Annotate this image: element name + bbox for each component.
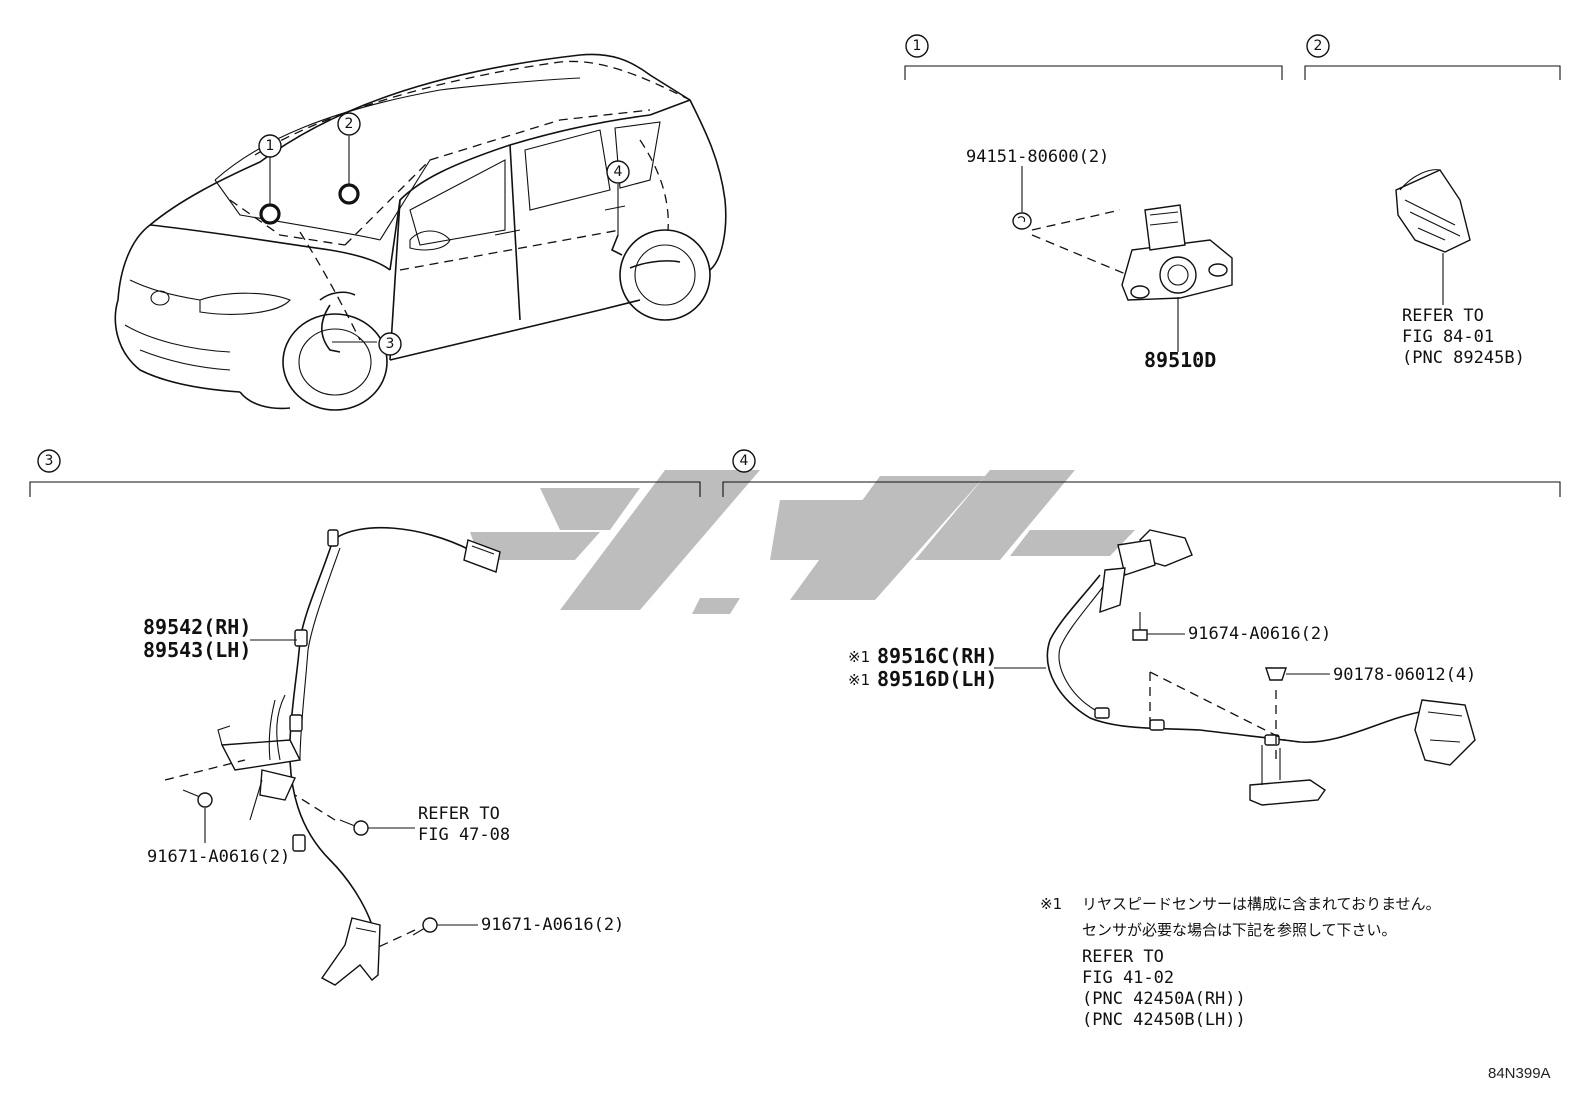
section-1-header: 1	[904, 34, 1283, 80]
part-label-89510D: 89510D	[1144, 348, 1216, 372]
svg-text:1: 1	[266, 138, 275, 154]
svg-text:1: 1	[913, 38, 922, 54]
front-sensor-connector-icon	[463, 539, 501, 573]
footnote-line-1: リヤスピードセンサーは構成に含まれておりません。	[1082, 895, 1441, 913]
refer-to-label-front: REFER TO	[418, 804, 500, 824]
section-2-sensor: REFER TO FIG 84-01 (PNC 89245B)	[1395, 169, 1525, 368]
bolt-91671-left-icon	[182, 789, 213, 843]
footnote-line-6: (PNC 42450B(LH))	[1082, 1010, 1246, 1030]
car-illustration: 1 2 3 4	[114, 53, 727, 411]
acceleration-sensor-icon	[1395, 169, 1471, 253]
footnote-line-3: REFER TO	[1082, 947, 1164, 967]
part-label-91671-right: 91671-A0616(2)	[481, 915, 624, 935]
section-3-front-sensor: 91671-A0616(2) REFER TO FIG 47-08 91671-…	[143, 526, 624, 986]
section-4-rear-wire: 91674-A0616(2) 90178-06012(4) ※1 89516C(…	[848, 529, 1476, 806]
footnote: ※1 リヤスピードセンサーは構成に含まれておりません。 センサが必要な場合は下記…	[1040, 895, 1441, 1030]
bolt-91671-right-icon	[412, 917, 478, 936]
bolt-91674-icon	[1132, 612, 1185, 641]
yaw-rate-sensor-icon	[1121, 204, 1233, 301]
car-callout-2: 2	[337, 112, 361, 136]
part-label-89516D: 89516D(LH)	[877, 667, 997, 691]
part-label-94151: 94151-80600(2)	[966, 147, 1109, 167]
svg-text:4: 4	[740, 453, 749, 469]
rear-wire-connector-right-icon	[1414, 699, 1476, 766]
figure-code: 84N399A	[1488, 1065, 1551, 1082]
yaw-sensor-location-marker	[259, 203, 281, 225]
footnote-line-4: FIG 41-02	[1082, 968, 1174, 988]
car-callout-3: 3	[378, 332, 402, 356]
footnote-line-5: (PNC 42450A(RH))	[1082, 989, 1246, 1009]
part-label-89543: 89543(LH)	[143, 638, 251, 662]
clip-90178-icon	[1265, 667, 1330, 681]
section-4-header: 4	[722, 449, 1561, 497]
sensor-bracket-icon	[217, 694, 302, 821]
refer-fig-label: FIG 84-01	[1402, 327, 1494, 347]
footnote-line-2: センサが必要な場合は下記を参照して下さい。	[1082, 921, 1397, 939]
car-callout-1: 1	[258, 134, 282, 158]
part-label-91674: 91674-A0616(2)	[1188, 624, 1331, 644]
accel-sensor-location-marker	[338, 183, 360, 205]
part-label-89516C: 89516C(RH)	[877, 644, 997, 668]
watermark-logo	[470, 470, 1135, 614]
part-label-91671-left: 91671-A0616(2)	[147, 847, 290, 867]
svg-text:4: 4	[614, 164, 623, 180]
note-mark-lh: ※1	[848, 671, 870, 689]
section-3-header: 3	[29, 449, 701, 497]
note-mark-rh: ※1	[848, 648, 870, 666]
section-1-yaw-sensor: 94151-80600(2) 89510D	[966, 147, 1233, 372]
refer-to-label: REFER TO	[1402, 306, 1484, 326]
front-speed-sensor-head-icon	[320, 917, 381, 986]
bolt-94151-icon	[1012, 166, 1032, 230]
car-callout-4: 4	[606, 160, 630, 184]
svg-text:2: 2	[1314, 38, 1323, 54]
refer-pnc-label: (PNC 89245B)	[1402, 348, 1525, 368]
svg-text:2: 2	[345, 116, 354, 132]
part-label-90178: 90178-06012(4)	[1333, 665, 1476, 685]
svg-text:3: 3	[45, 453, 54, 469]
part-label-89542: 89542(RH)	[143, 615, 251, 639]
section-2-header: 2	[1304, 34, 1561, 80]
rear-wire-connector-top-icon	[1099, 529, 1193, 614]
svg-text:3: 3	[386, 336, 395, 352]
refer-fig-label-front: FIG 47-08	[418, 825, 510, 845]
bolt-refer-47-08-icon	[339, 819, 415, 836]
rear-wire-bracket-icon	[1249, 745, 1326, 806]
footnote-mark: ※1	[1040, 895, 1062, 913]
